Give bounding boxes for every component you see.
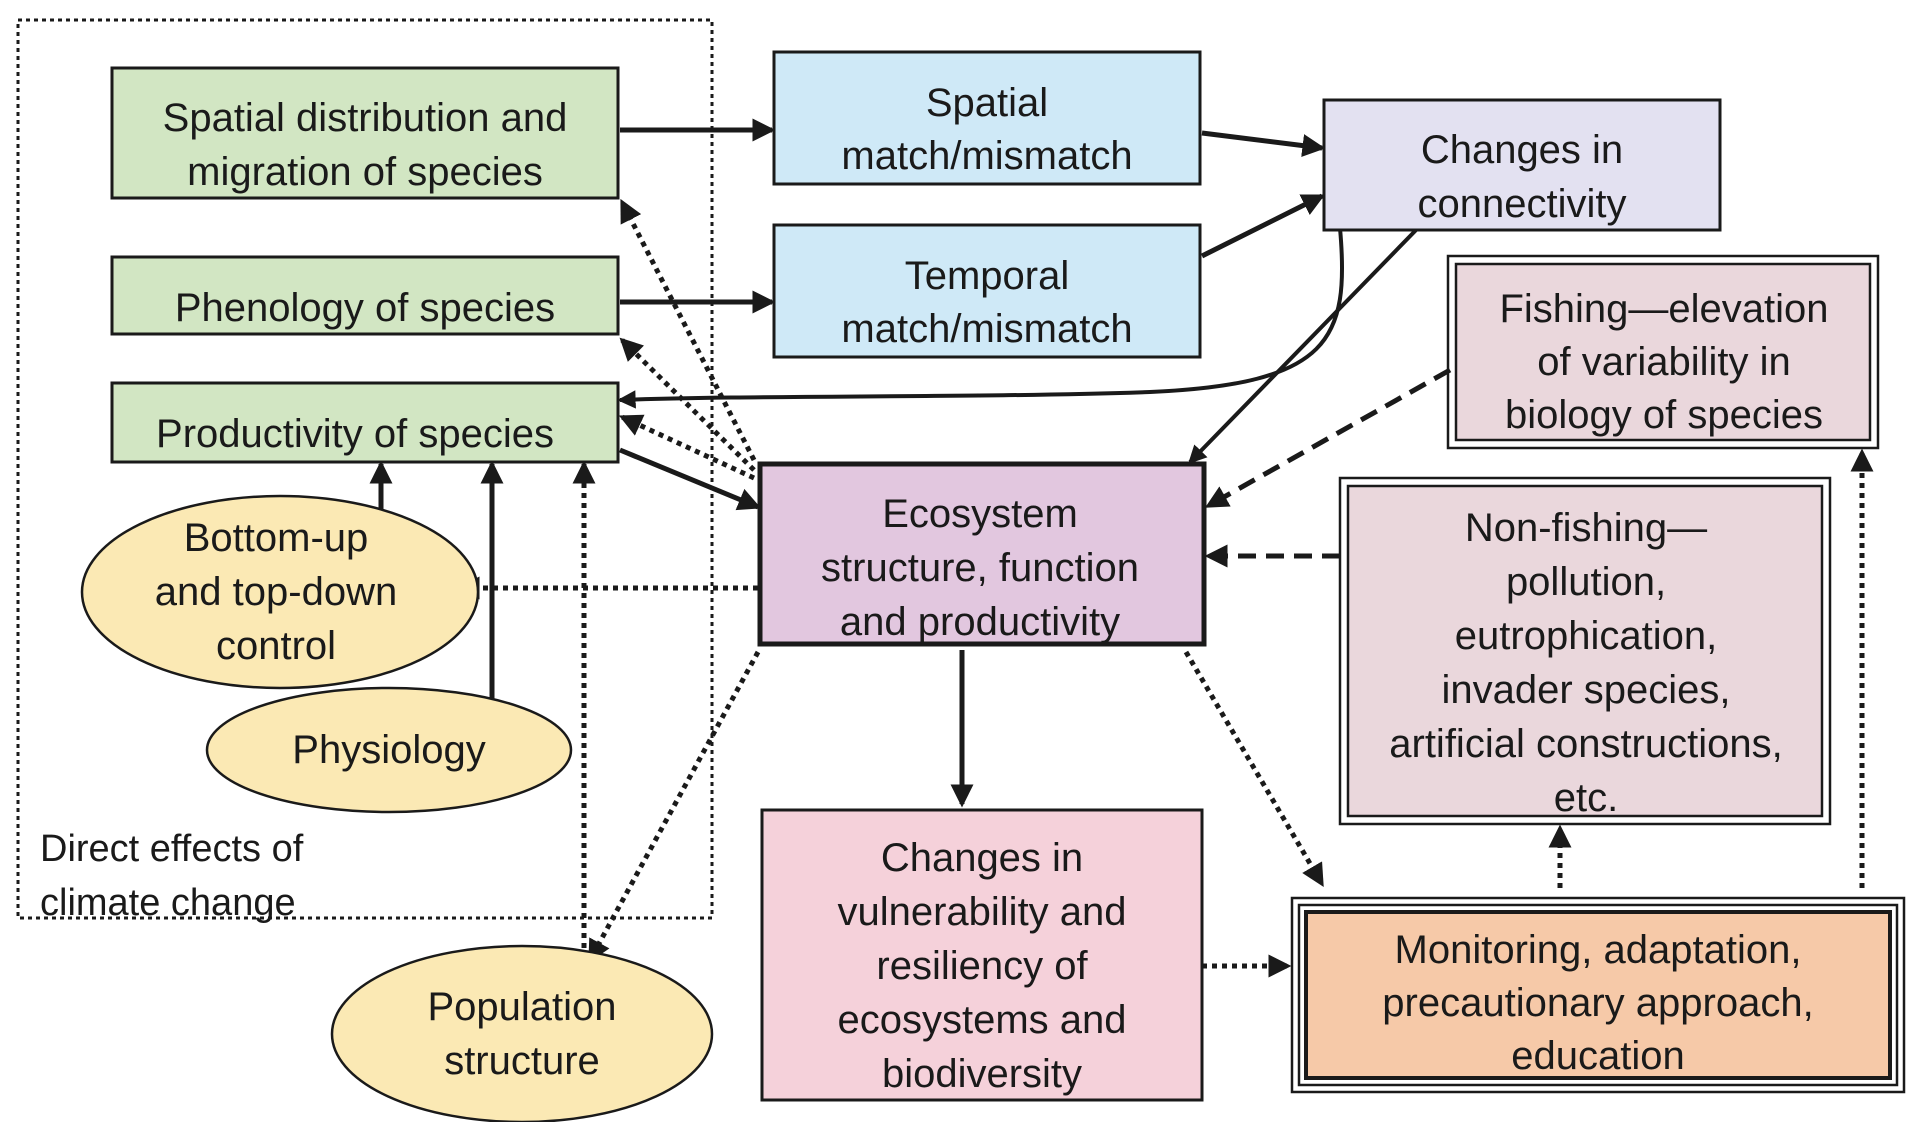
text-line: match/mismatch: [841, 307, 1132, 351]
text-line: match/mismatch: [841, 134, 1132, 178]
monitoring-text: Monitoring, adaptation, precautionary app…: [1382, 928, 1813, 1078]
temporal-match-box: [772, 223, 1202, 359]
text-line: biodiversity: [882, 1052, 1082, 1096]
population-text: Population structure: [427, 985, 616, 1083]
text-line: and productivity: [840, 600, 1120, 644]
arrow-ecosystem-to-productivity: [618, 414, 756, 481]
text-line: education: [1511, 1034, 1684, 1078]
temporal-match-text: Temporal match/mismatch: [841, 254, 1132, 351]
text-line: etc.: [1554, 776, 1618, 820]
vulnerability-box: [760, 808, 1204, 1102]
text-line: pollution,: [1506, 560, 1666, 604]
text-line: Spatial: [926, 81, 1048, 125]
text-line: artificial constructions,: [1389, 722, 1782, 766]
spatial-distribution-text: Spatial distribution and migration of spe…: [163, 96, 568, 194]
non-fishing-box-outer: [1338, 476, 1832, 826]
direct-effects-region: [16, 18, 714, 920]
arrow-productivity-to-ecosystem: [619, 447, 762, 511]
arrow-temporal-match-to-connectivity: [1200, 193, 1326, 259]
text-line: Non-fishing—: [1465, 506, 1707, 550]
arrow-ecosystem-to-monitoring: [1183, 650, 1325, 887]
arrow-ecosystem-to-spatial-distribution: [619, 198, 757, 462]
text-line: resiliency of: [876, 944, 1088, 988]
monitoring-box-middle: [1297, 903, 1899, 1087]
ecosystem-text: Ecosystem structure, function and producti…: [821, 492, 1139, 644]
connectivity-box: [1322, 98, 1722, 232]
vulnerability-text: Changes in vulnerability and resiliency of…: [837, 836, 1126, 1096]
arrow-connectivity-to-productivity: [617, 227, 1345, 409]
non-fishing-box: [1346, 484, 1824, 818]
productivity-text: Productivity of species: [156, 412, 554, 456]
fishing-text: Fishing—elevation of variability in biolog…: [1499, 287, 1828, 437]
text-line: and top-down: [155, 570, 397, 614]
spatial-match-box: [772, 50, 1202, 186]
text-line: Fishing—elevation: [1499, 287, 1828, 331]
text-line: Productivity of species: [156, 412, 554, 456]
physiology-ellipse: [205, 686, 573, 814]
text-line: Physiology: [292, 728, 485, 772]
text-line: precautionary approach,: [1382, 981, 1813, 1025]
spatial-match-text: Spatial match/mismatch: [841, 81, 1132, 178]
text-line: migration of species: [187, 150, 543, 194]
text-line: ecosystems and: [837, 998, 1126, 1042]
text-line: structure: [444, 1039, 600, 1083]
text-line: Population: [427, 985, 616, 1029]
bottom-up-text: Bottom-up and top-down control: [155, 516, 397, 668]
productivity-box: [110, 381, 620, 464]
arrow-spatial-match-to-connectivity: [1201, 130, 1326, 157]
fishing-box-outer: [1446, 254, 1880, 450]
arrow-ecosystem-to-population: [587, 650, 761, 964]
phenology-text: Phenology of species: [175, 286, 555, 330]
text-line: Temporal: [905, 254, 1070, 298]
text-line: Spatial distribution and: [163, 96, 568, 140]
text-line: Direct effects of: [40, 828, 304, 870]
text-line: control: [216, 624, 336, 668]
text-line: connectivity: [1418, 182, 1627, 226]
monitoring-box: [1304, 910, 1892, 1080]
arrow-ecosystem-to-phenology: [619, 337, 756, 472]
text-line: vulnerability and: [837, 890, 1126, 934]
text-line: Monitoring, adaptation,: [1395, 928, 1802, 972]
non-fishing-text: Non-fishing— pollution, eutrophication, inv…: [1389, 506, 1782, 820]
direct-effects-label: Direct effects of climate change: [40, 828, 304, 924]
text-line: Ecosystem: [882, 492, 1078, 536]
text-line: Bottom-up: [184, 516, 369, 560]
text-line: biology of species: [1505, 393, 1823, 437]
phenology-box: [110, 255, 620, 336]
text-line: invader species,: [1441, 668, 1730, 712]
spatial-distribution-box: [110, 66, 620, 200]
fishing-box: [1454, 262, 1872, 442]
text-line: Changes in: [881, 836, 1083, 880]
text-line: climate change: [40, 882, 296, 924]
text-line: of variability in: [1537, 340, 1790, 384]
text-line: Changes in: [1421, 128, 1623, 172]
connectivity-text: Changes in connectivity: [1418, 128, 1627, 226]
bottom-up-ellipse: [80, 494, 480, 690]
arrow-connectivity-to-ecosystem: [1188, 226, 1420, 464]
population-ellipse: [330, 944, 714, 1122]
monitoring-box-outer: [1290, 896, 1906, 1094]
text-line: structure, function: [821, 546, 1139, 590]
physiology-text: Physiology: [292, 728, 485, 772]
text-line: Phenology of species: [175, 286, 555, 330]
arrow-fishing-to-ecosystem: [1204, 367, 1452, 509]
ecosystem-box: [757, 461, 1207, 647]
text-line: eutrophication,: [1455, 614, 1717, 658]
connector-arrows: [369, 118, 1874, 978]
